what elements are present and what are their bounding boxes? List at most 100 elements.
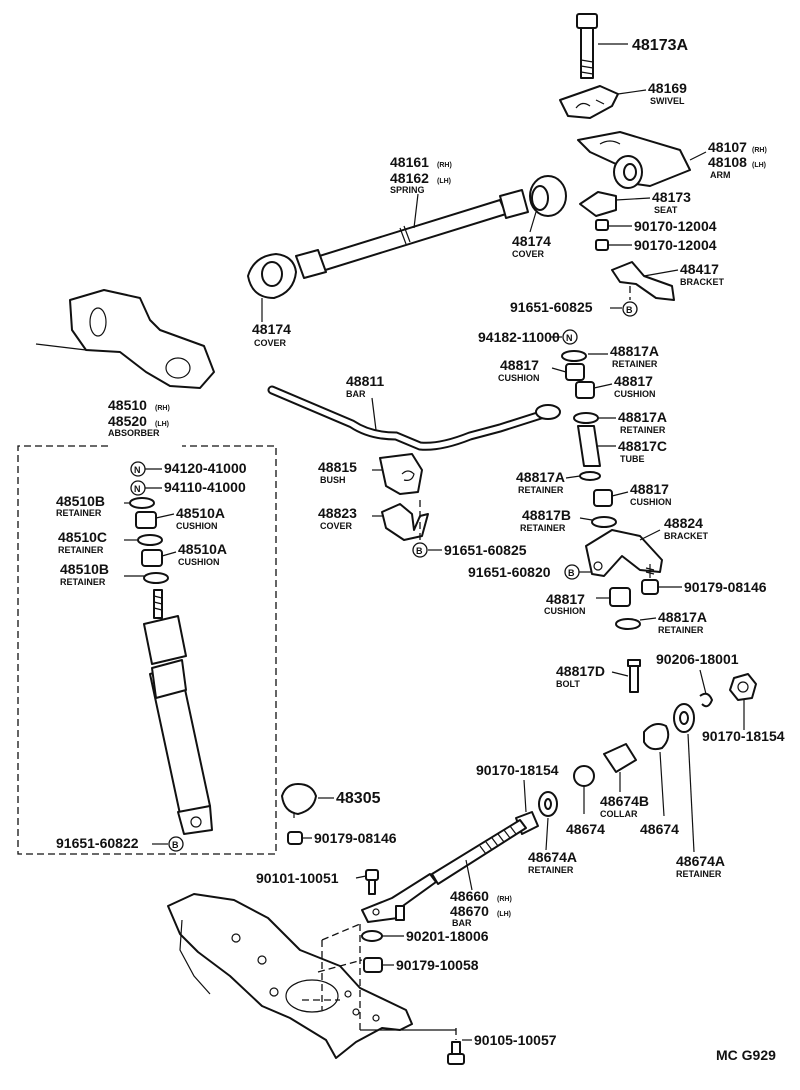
label-48510B-1: 48510B	[56, 493, 105, 509]
label-cover-48823: COVER	[320, 521, 353, 531]
lower-arm-frame-drawing	[167, 893, 413, 1059]
label-90101: 90101-10051	[256, 870, 339, 886]
label-cover-left: COVER	[254, 338, 287, 348]
label-48660-rh: (RH)	[497, 896, 512, 903]
symbol-n-94182: N	[566, 333, 573, 343]
label-48520: 48520	[108, 413, 147, 429]
nut-90170-12004-b-drawing	[595, 239, 609, 251]
label-48817-4: 48817	[546, 591, 585, 607]
lower-cushion-retainer-drawing	[609, 587, 641, 693]
label-48510A-1: 48510A	[176, 505, 225, 521]
symbol-b-top: B	[626, 305, 633, 315]
washer-90201-drawing	[361, 930, 383, 942]
label-48817-1: 48817	[500, 357, 539, 373]
label-91651-60825-mid: 91651-60825	[444, 542, 527, 558]
nut-symbol-n-94182	[562, 329, 578, 345]
shock-absorber-drawing	[143, 589, 213, 835]
nut-90170-12004-a-drawing	[595, 219, 609, 231]
bolt-symbol-b-mid	[412, 542, 428, 558]
label-48107-rh: (RH)	[752, 147, 767, 154]
cover-48823-drawing	[381, 503, 429, 541]
label-48674-b: 48674	[640, 821, 679, 837]
bracket-48417-drawing	[611, 261, 675, 301]
label-90170-12004-b: 90170-12004	[634, 237, 717, 253]
label-90206: 90206-18001	[656, 651, 739, 667]
label-48173A: 48173A	[632, 37, 688, 54]
label-48108-lh: (LH)	[752, 162, 766, 169]
label-retainer-a3: RETAINER	[60, 577, 106, 587]
bolt-90101-drawing	[365, 869, 379, 895]
label-48817B: 48817B	[522, 507, 571, 523]
label-48520-lh: (LH)	[155, 421, 169, 428]
label-spring: SPRING	[390, 185, 425, 195]
washer-90206-drawing	[699, 692, 713, 708]
label-48824: 48824	[664, 515, 703, 531]
label-48674A-1: 48674A	[528, 849, 577, 865]
label-cushion-4: CUSHION	[544, 606, 586, 616]
strut-components-drawing	[515, 703, 695, 835]
label-91651-60825-top: 91651-60825	[510, 299, 593, 315]
label-91651-60822: 91651-60822	[56, 835, 139, 851]
label-48817A-1: 48817A	[610, 343, 659, 359]
label-cushion-a2: CUSHION	[178, 557, 220, 567]
frame-bracket-drawing	[69, 289, 215, 389]
diagram-id: MC G929	[716, 1047, 776, 1063]
label-90179-08146-left: 90179-08146	[314, 830, 397, 846]
label-cushion-1: CUSHION	[498, 373, 540, 383]
seat-48173-drawing	[579, 191, 617, 217]
label-90179-08146-right: 90179-08146	[684, 579, 767, 595]
symbol-b-60822: B	[172, 840, 179, 850]
label-48174-top: 48174	[512, 233, 551, 249]
nut-90170-18154-right-drawing	[729, 673, 757, 701]
bolt-symbol-b-60822	[168, 836, 184, 852]
symbol-b-60820: B	[568, 568, 575, 578]
label-cushion-3: CUSHION	[630, 497, 672, 507]
label-48162-lh: (LH)	[437, 178, 451, 185]
label-94110: 94110-41000	[164, 479, 246, 495]
symbol-b-mid: B	[416, 546, 423, 556]
label-48417: 48417	[680, 261, 719, 277]
label-retainer-1: RETAINER	[612, 359, 658, 369]
label-48674B: 48674B	[600, 793, 649, 809]
label-48510C: 48510C	[58, 529, 107, 545]
label-48305: 48305	[336, 790, 381, 807]
label-48817C: 48817C	[618, 438, 667, 454]
label-bush: BUSH	[320, 475, 346, 485]
arm-48107-drawing	[577, 131, 691, 189]
label-48815: 48815	[318, 459, 357, 475]
label-48162: 48162	[390, 170, 429, 186]
label-90179-10058: 90179-10058	[396, 957, 479, 973]
label-94182: 94182-11000	[478, 329, 560, 345]
label-retainer-5: RETAINER	[658, 625, 704, 635]
label-absorber: ABSORBER	[108, 428, 160, 438]
label-48823: 48823	[318, 505, 357, 521]
label-swivel: SWIVEL	[650, 96, 685, 106]
label-48161-rh: (RH)	[437, 162, 452, 169]
label-bolt: BOLT	[556, 679, 580, 689]
label-bar-48811: BAR	[346, 389, 366, 399]
symbol-n-94120: N	[134, 465, 141, 475]
label-48660: 48660	[450, 888, 489, 904]
label-arm: ARM	[710, 170, 731, 180]
label-cover-top: COVER	[512, 249, 545, 259]
label-collar: COLLAR	[600, 809, 638, 819]
swivel-48169-drawing	[559, 85, 619, 119]
label-bar-48660: BAR	[452, 918, 472, 928]
label-retainer-3: RETAINER	[518, 485, 564, 495]
label-48510A-2: 48510A	[178, 541, 227, 557]
label-48674A-2: 48674A	[676, 853, 725, 869]
label-retainer-a2: RETAINER	[58, 545, 104, 555]
label-48510-rh: (RH)	[155, 405, 170, 412]
label-retainer-4: RETAINER	[520, 523, 566, 533]
label-48817A-3: 48817A	[516, 469, 565, 485]
label-retainer-7: RETAINER	[676, 869, 722, 879]
label-48817-3: 48817	[630, 481, 669, 497]
bush-48815-drawing	[379, 453, 423, 495]
label-48817D: 48817D	[556, 663, 605, 679]
label-48670-lh: (LH)	[497, 911, 511, 918]
bolt-48173A-drawing	[576, 13, 628, 79]
label-cushion-2: CUSHION	[614, 389, 656, 399]
label-94120: 94120-41000	[164, 460, 247, 476]
label-91651-60820: 91651-60820	[468, 564, 551, 580]
